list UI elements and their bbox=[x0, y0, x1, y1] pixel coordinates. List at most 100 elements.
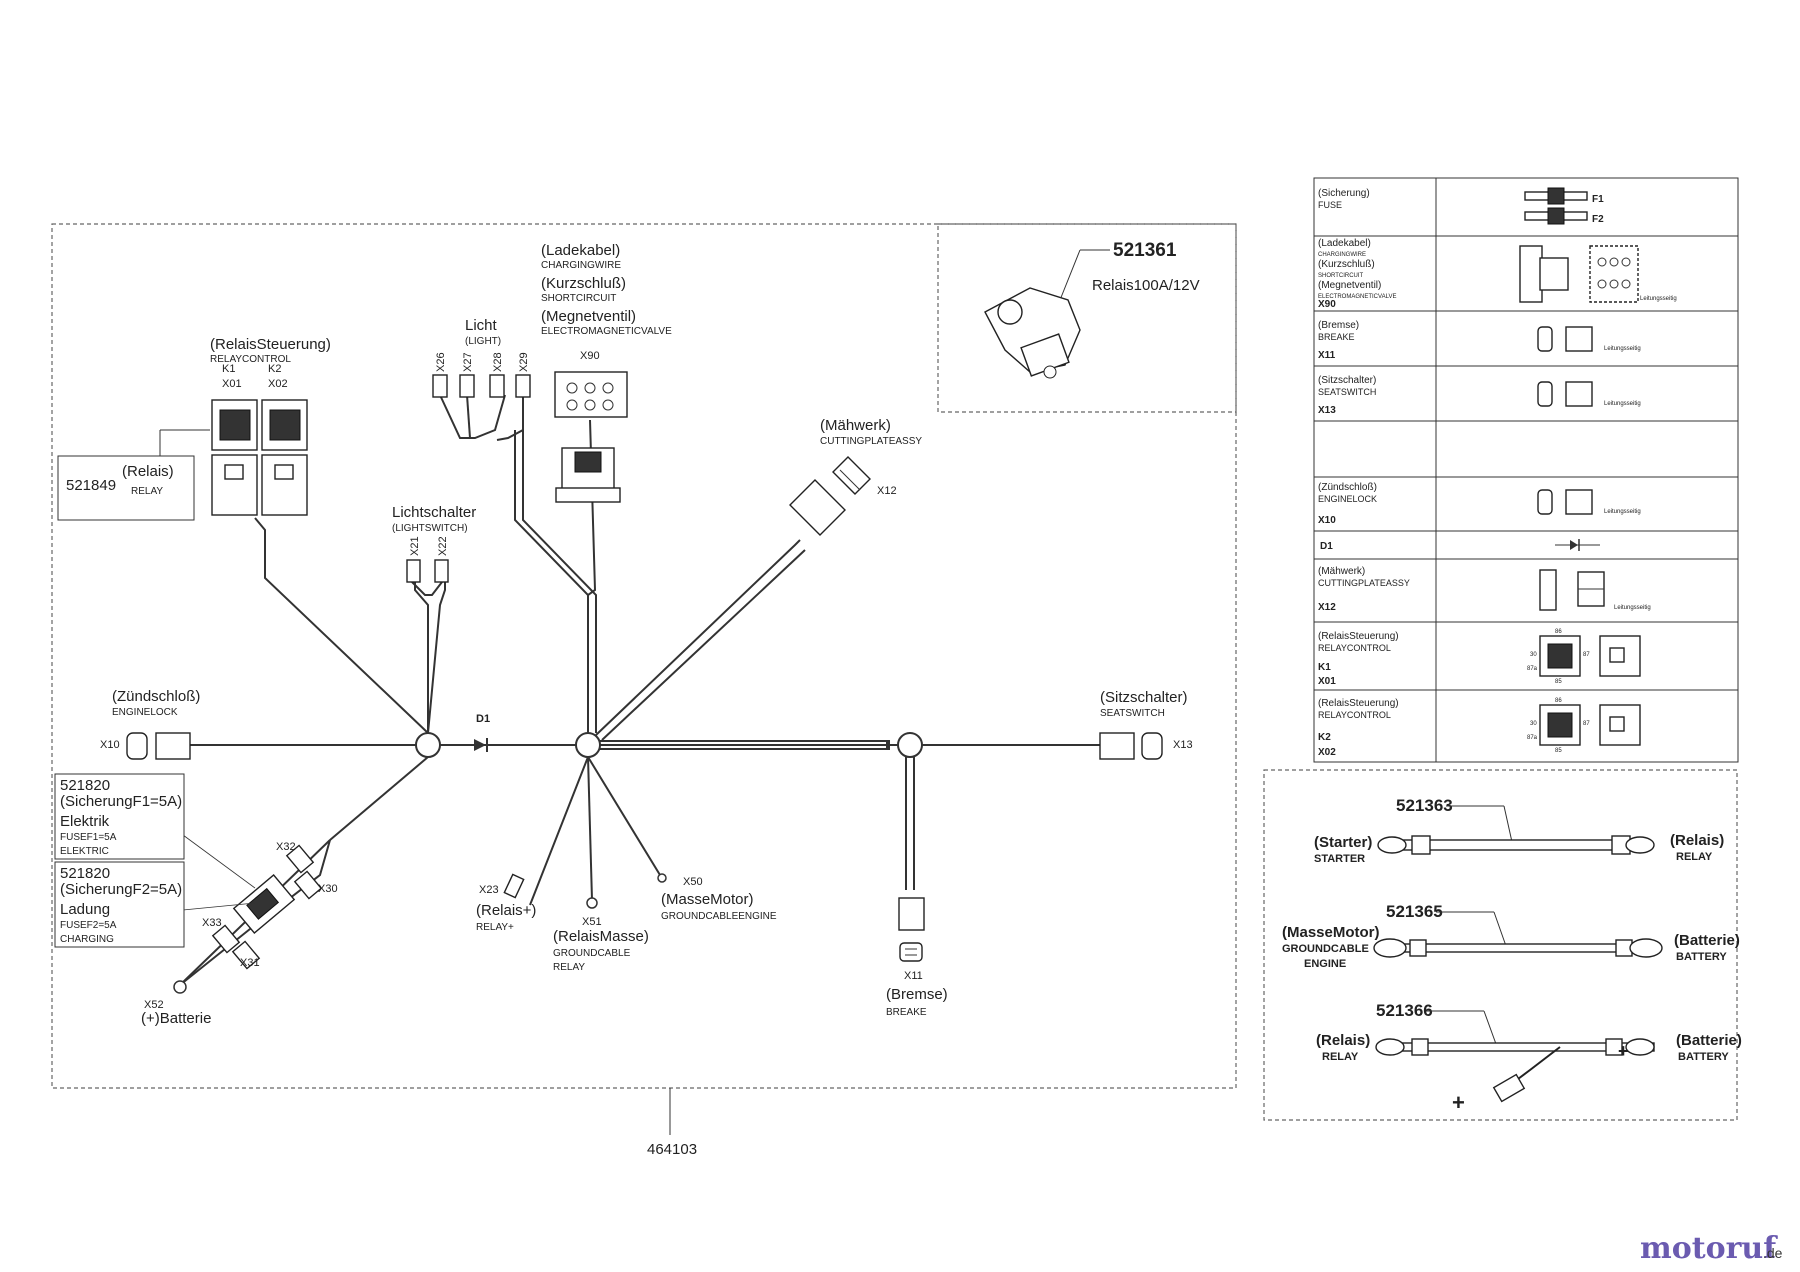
legend-cutting-de: (Mähwerk) bbox=[1318, 566, 1365, 577]
brake-tag-x11: X11 bbox=[904, 970, 923, 982]
legend-leitung-x12: Leitungsseitig bbox=[1614, 605, 1651, 611]
diode-legend-icon bbox=[1555, 539, 1600, 551]
ignition-tag-x10: X10 bbox=[100, 739, 120, 751]
cable2-left-en: GROUNDCABLE bbox=[1282, 943, 1369, 955]
relay-ground-label-en1: GROUNDCABLE bbox=[553, 948, 631, 959]
legend-diode-d1: D1 bbox=[1320, 541, 1333, 552]
charging-tag-x90: X90 bbox=[580, 350, 600, 362]
brake-legend-icon bbox=[1537, 326, 1593, 352]
legend-charging-en3: ELECTROMAGNETICVALVE bbox=[1318, 294, 1396, 300]
relay-x02-label: X02 bbox=[268, 378, 288, 390]
cable2-part-number: 521365 bbox=[1386, 902, 1443, 921]
fuse-pin-x33: X33 bbox=[202, 917, 222, 929]
relay-ground-label-de: (RelaisMasse) bbox=[553, 928, 649, 945]
fuse-holder bbox=[173, 844, 323, 994]
relay-k1-label: K1 bbox=[222, 363, 235, 375]
legend-fuse-en: FUSE bbox=[1318, 200, 1342, 210]
legend-fuse-de: (Sicherung) bbox=[1318, 188, 1370, 199]
cable2-right-en: BATTERY bbox=[1676, 951, 1727, 963]
relay-legend-icon-k1 bbox=[1539, 635, 1641, 677]
svg-text:+: + bbox=[1452, 1090, 1465, 1115]
logo-suffix: .de bbox=[1763, 1245, 1783, 1261]
svg-text:+: + bbox=[1618, 1041, 1629, 1061]
relay-plus-label-en: RELAY+ bbox=[476, 922, 514, 933]
cable-521363 bbox=[1377, 835, 1655, 855]
legend-cutting-x12: X12 bbox=[1318, 602, 1336, 613]
relay-label-de: (Relais) bbox=[122, 463, 174, 480]
motoruf-logo: motoruf .de bbox=[1640, 1231, 1783, 1266]
brake-label-en: BREAKE bbox=[886, 1007, 927, 1018]
cable2-left-en2: ENGINE bbox=[1304, 958, 1346, 970]
seat-label-de: (Sitzschalter) bbox=[1100, 689, 1188, 706]
light-pin-x29: X29 bbox=[518, 352, 530, 372]
legend-rc2-pin-87a: 87a bbox=[1527, 735, 1538, 741]
legend-rc1-pin-86: 86 bbox=[1555, 629, 1562, 635]
harness-frame bbox=[51, 223, 1237, 1089]
legend-charging-x90: X90 bbox=[1318, 299, 1336, 310]
seat-label-en: SEATSWITCH bbox=[1100, 708, 1165, 719]
legend-leitung-x90: Leitungsseitig bbox=[1640, 296, 1677, 302]
charging-label-de3: (Megnetventil) bbox=[541, 308, 636, 325]
legend-rc2-x02: X02 bbox=[1318, 747, 1336, 758]
relay-inset-frame bbox=[937, 223, 1237, 413]
cable3-part-number: 521366 bbox=[1376, 1001, 1433, 1020]
light-label-en: (LIGHT) bbox=[465, 336, 501, 347]
battery-tag-x52: X52 bbox=[144, 999, 164, 1011]
fuse1-label-de: (SicherungF1=5A) bbox=[60, 793, 182, 810]
cable3-left-en: RELAY bbox=[1322, 1051, 1359, 1063]
fuse2-name-en: CHARGING bbox=[60, 934, 114, 945]
legend-rc2-pin-87: 87 bbox=[1583, 721, 1590, 727]
charging-label-de1: (Ladekabel) bbox=[541, 242, 620, 259]
relay-label-en: RELAY bbox=[131, 486, 163, 497]
legend-seat-en: SEATSWITCH bbox=[1318, 387, 1376, 397]
light-switch-connectors bbox=[406, 559, 449, 583]
legend-charging-de2: (Kurzschluß) bbox=[1318, 259, 1375, 270]
legend-brake-x11: X11 bbox=[1318, 350, 1336, 361]
legend-rc1-pin-87: 87 bbox=[1583, 652, 1590, 658]
light-switch-pin-x21: X21 bbox=[409, 536, 421, 556]
relay-callout-box bbox=[57, 455, 195, 521]
legend-ignition-en: ENGINELOCK bbox=[1318, 494, 1377, 504]
seat-tag-x13: X13 bbox=[1173, 739, 1193, 751]
legend-rc2-k2: K2 bbox=[1318, 732, 1331, 743]
relay-k2-label: K2 bbox=[268, 363, 281, 375]
legend-rc1-x01: X01 bbox=[1318, 676, 1336, 687]
logo-text: motoruf bbox=[1640, 1231, 1778, 1266]
charging-label-de2: (Kurzschluß) bbox=[541, 275, 626, 292]
legend-seat-de: (Sitzschalter) bbox=[1318, 375, 1376, 386]
cables-frame bbox=[1263, 769, 1738, 1121]
relay-ground-eyelet bbox=[586, 897, 598, 909]
fuse1-part-number: 521820 bbox=[60, 777, 110, 794]
legend-charging-de3: (Megnetventil) bbox=[1318, 280, 1381, 291]
legend-brake-en: BREAKE bbox=[1318, 332, 1355, 342]
legend-fuse-f2: F2 bbox=[1592, 214, 1604, 225]
relay-legend-icon-k2 bbox=[1539, 704, 1641, 746]
cable-521366: + + bbox=[1375, 1038, 1655, 1115]
cutting-legend-icon bbox=[1539, 569, 1605, 611]
relay-control-label-de: (RelaisSteuerung) bbox=[210, 336, 331, 353]
seat-connector bbox=[1099, 732, 1163, 760]
cutting-connector bbox=[789, 456, 871, 536]
cable1-right-en: RELAY bbox=[1676, 851, 1713, 863]
motor-ground-label-en: GROUNDCABLEENGINE bbox=[661, 911, 777, 922]
legend-brake-de: (Bremse) bbox=[1318, 320, 1359, 331]
relay-control-connector bbox=[211, 399, 308, 516]
light-connectors bbox=[432, 374, 531, 398]
x90-icon bbox=[1519, 245, 1639, 303]
legend-rc1-en: RELAYCONTROL bbox=[1318, 643, 1391, 653]
battery-label-de: (+)Batterie bbox=[141, 1010, 211, 1027]
diode-symbol bbox=[474, 738, 488, 752]
legend-rc2-en: RELAYCONTROL bbox=[1318, 710, 1391, 720]
legend-rc1-pin-85: 85 bbox=[1555, 679, 1562, 685]
legend-rc2-pin-85: 85 bbox=[1555, 748, 1562, 754]
cable3-right-en: BATTERY bbox=[1678, 1051, 1729, 1063]
fuse2-part-number: 521820 bbox=[60, 865, 110, 882]
relay-plus-tag: X23 bbox=[479, 884, 499, 896]
cutting-label-de: (Mähwerk) bbox=[820, 417, 891, 434]
relay-part-number: 521849 bbox=[66, 477, 116, 494]
legend-charging-en2: SHORTCIRCUIT bbox=[1318, 273, 1364, 279]
relay-plus-connector bbox=[503, 873, 525, 899]
relay-ground-tag: X51 bbox=[582, 916, 602, 928]
brake-connector bbox=[898, 897, 925, 962]
